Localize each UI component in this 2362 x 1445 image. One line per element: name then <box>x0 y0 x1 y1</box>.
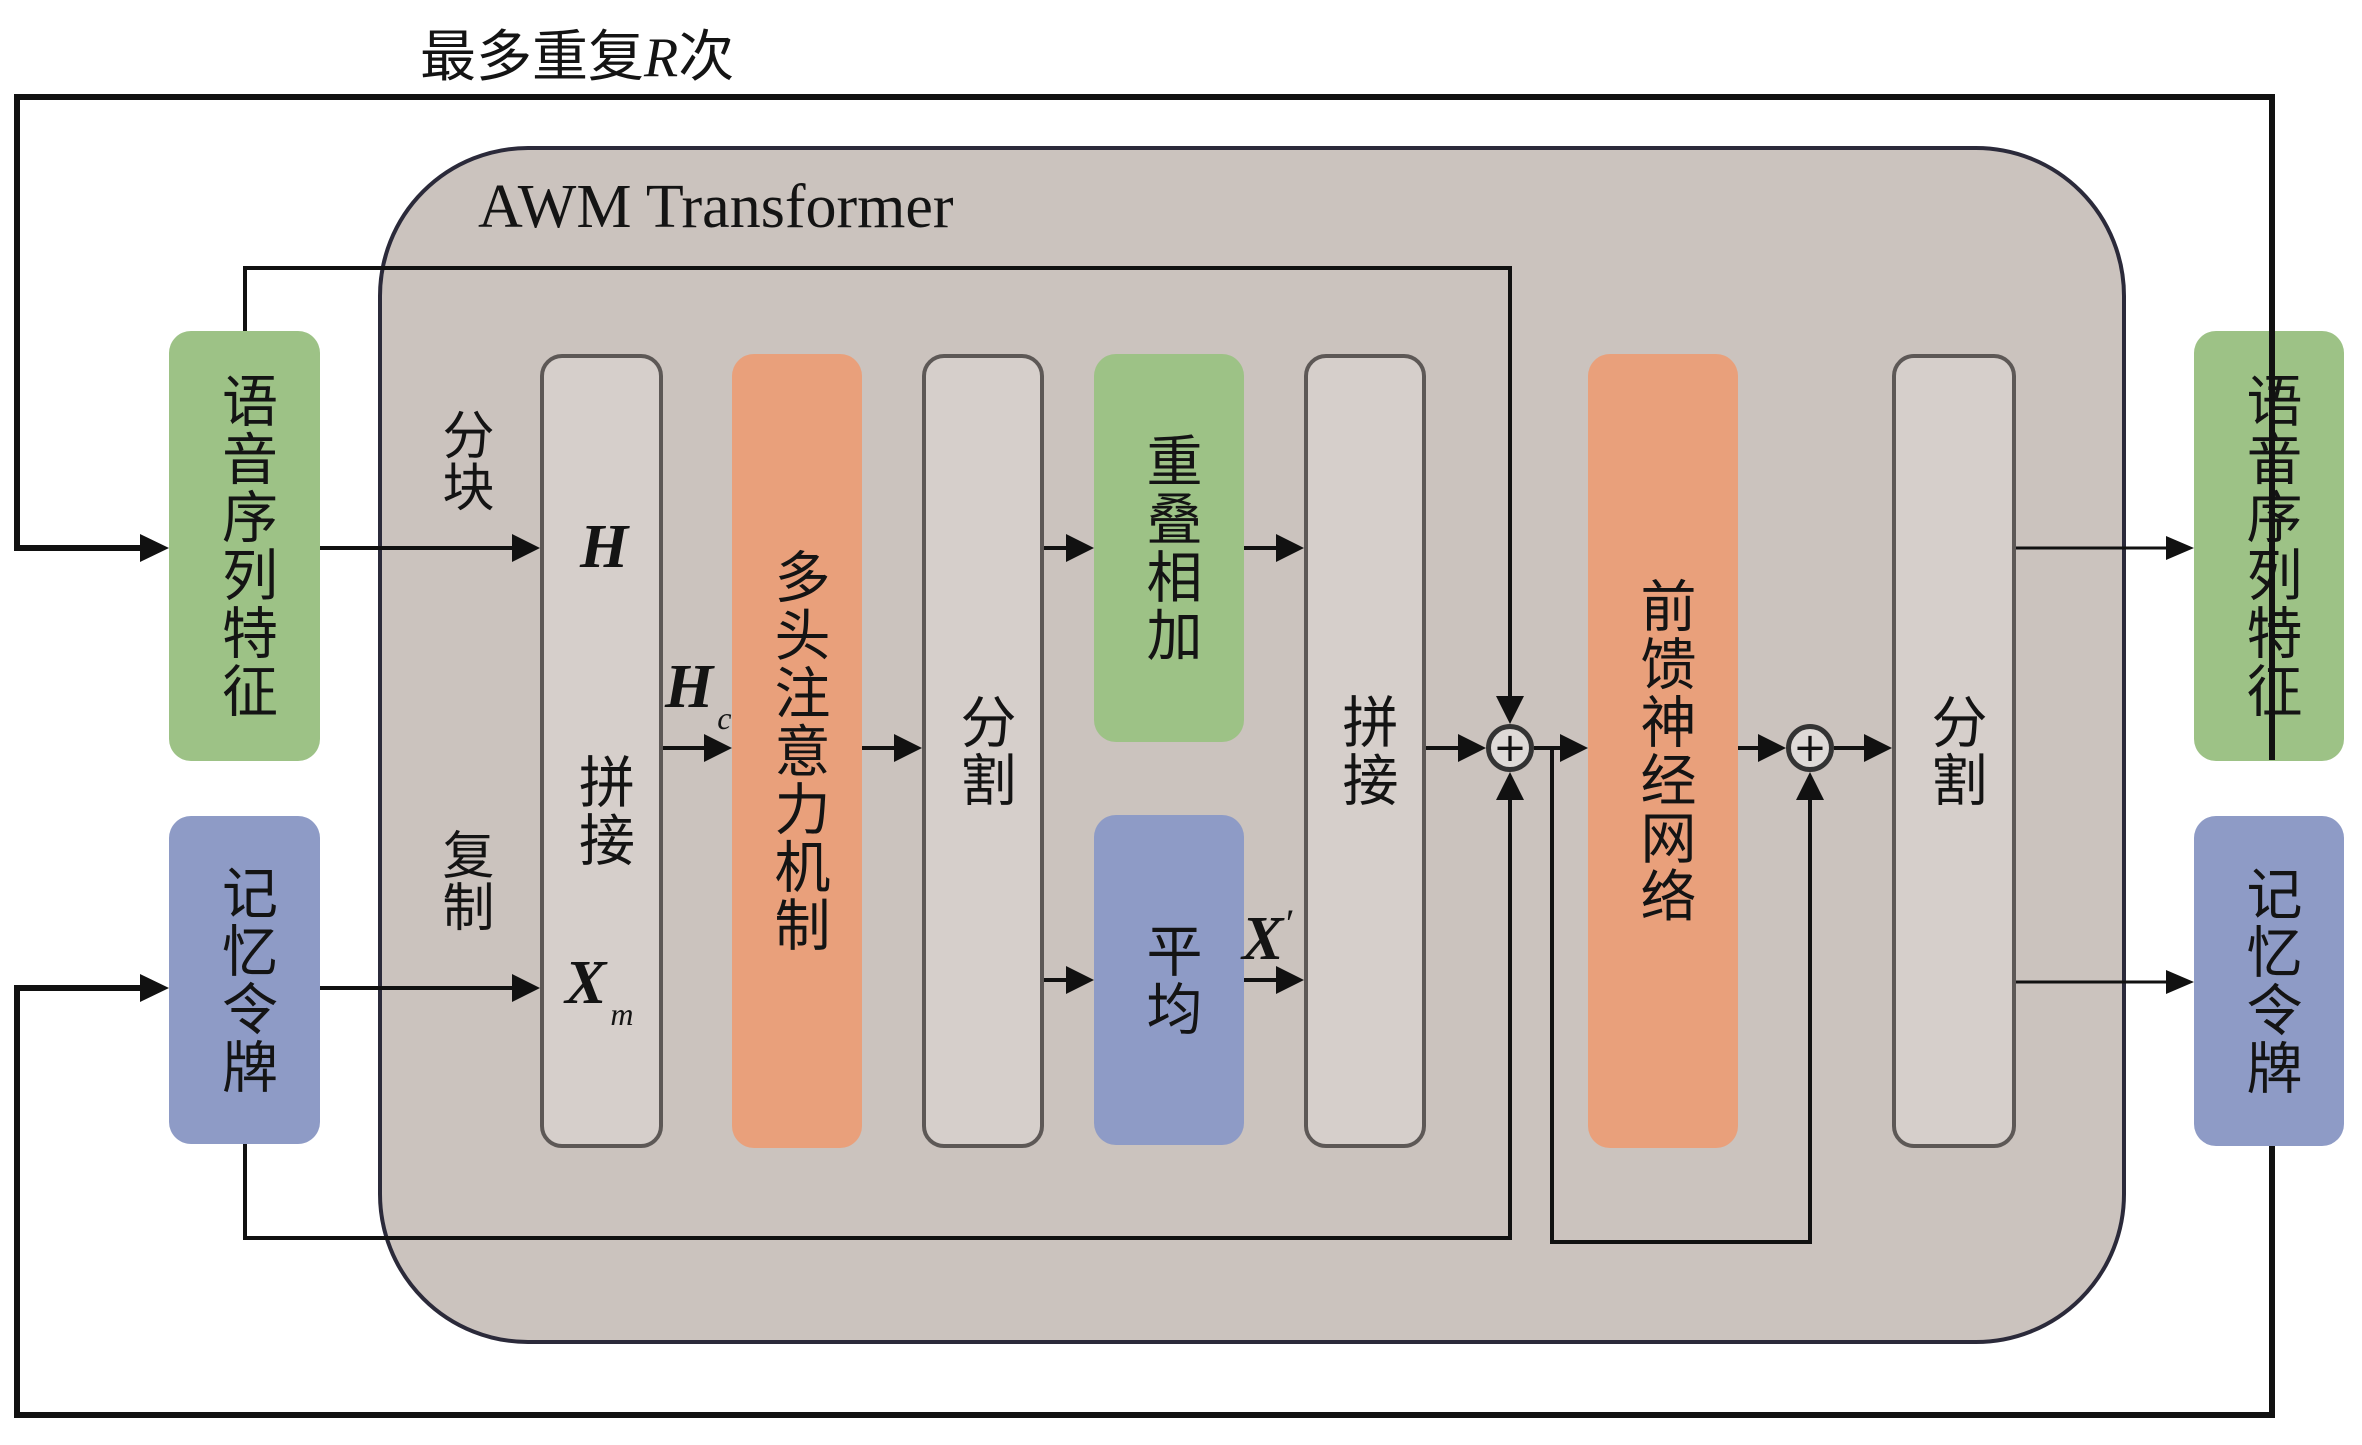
arrowhead <box>1066 966 1094 994</box>
repeat-label: 最多重复R次 <box>420 12 734 93</box>
output-memory-tokens-label: 记忆令牌 <box>2237 865 2302 1097</box>
arrowhead <box>140 974 169 1002</box>
x-prime-label: X′ <box>1242 900 1292 975</box>
plus-icon: + <box>1793 725 1827 771</box>
concat-block-2-label: 拼接 <box>1333 693 1398 809</box>
overlap-add-label: 重叠相加 <box>1137 432 1202 664</box>
repeat-loop-top <box>14 94 2275 760</box>
average-block[interactable]: 平均 <box>1094 815 1244 1145</box>
copy-label: 复制 <box>433 828 493 932</box>
arrowhead <box>1276 966 1304 994</box>
residual-wire-bottom <box>243 800 1512 1240</box>
input-speech-features-label: 语音序列特征 <box>212 372 278 720</box>
arrowhead <box>894 734 922 762</box>
awm-transformer-container <box>378 146 2126 1344</box>
residual-wire-ffn <box>1550 748 1812 1244</box>
average-label: 平均 <box>1137 922 1202 1038</box>
arrowhead <box>1276 534 1304 562</box>
residual-wire-top <box>243 266 1512 700</box>
concat-block-1-label: 拼接 <box>569 753 635 869</box>
arrowhead <box>1458 734 1486 762</box>
arrowhead <box>512 974 540 1002</box>
arrowhead <box>1864 734 1892 762</box>
h-label: H <box>580 512 628 583</box>
input-memory-tokens-label: 记忆令牌 <box>212 864 278 1096</box>
x-prime-base: X <box>1242 905 1284 973</box>
arrowhead <box>1066 534 1094 562</box>
concat-block-1[interactable]: 拼接 <box>540 354 663 1148</box>
awm-transformer-title: AWM Transformer <box>478 173 954 241</box>
split-block-2[interactable]: 分割 <box>1892 354 2016 1148</box>
h-symbol: H <box>580 513 629 581</box>
arrowhead <box>1560 734 1588 762</box>
add-node-2: + <box>1786 724 1834 772</box>
x-prime-mark: ′ <box>1283 901 1293 946</box>
output-memory-tokens[interactable]: 记忆令牌 <box>2194 816 2344 1146</box>
hc-base: H <box>665 653 714 721</box>
multi-head-attention-block[interactable]: 多头注意力机制 <box>732 354 862 1148</box>
add-node-1: + <box>1486 724 1534 772</box>
arrowhead <box>2166 970 2194 994</box>
concat-block-2[interactable]: 拼接 <box>1304 354 1426 1148</box>
input-memory-tokens[interactable]: 记忆令牌 <box>169 816 320 1144</box>
repeat-label-prefix: 最多重复 <box>420 25 644 90</box>
arrowhead <box>512 534 540 562</box>
multi-head-attention-label: 多头注意力机制 <box>765 548 830 954</box>
overlap-add-block[interactable]: 重叠相加 <box>1094 354 1244 742</box>
repeat-label-suffix: 次 <box>678 25 735 90</box>
split-block-1-label: 分割 <box>951 693 1016 809</box>
xm-subscript: m <box>610 996 634 1032</box>
arrowhead <box>2166 536 2194 560</box>
arrowhead <box>1496 696 1524 724</box>
repeat-loop-bottom <box>14 985 2275 1418</box>
input-speech-features[interactable]: 语音序列特征 <box>169 331 320 761</box>
repeat-label-var: R <box>644 27 679 89</box>
arrowhead <box>704 734 732 762</box>
arrowhead <box>1758 734 1786 762</box>
xm-base: X <box>565 949 607 1017</box>
arrowhead <box>140 534 169 562</box>
plus-icon: + <box>1493 725 1527 771</box>
chunk-label: 分块 <box>433 408 493 512</box>
hc-subscript: c <box>717 700 732 736</box>
split-block-1[interactable]: 分割 <box>922 354 1044 1148</box>
split-block-2-label: 分割 <box>1922 693 1987 809</box>
arrowhead <box>1496 772 1524 800</box>
arrowhead <box>1796 772 1824 800</box>
feed-forward-label: 前馈神经网络 <box>1631 577 1696 925</box>
feed-forward-block[interactable]: 前馈神经网络 <box>1588 354 1738 1148</box>
